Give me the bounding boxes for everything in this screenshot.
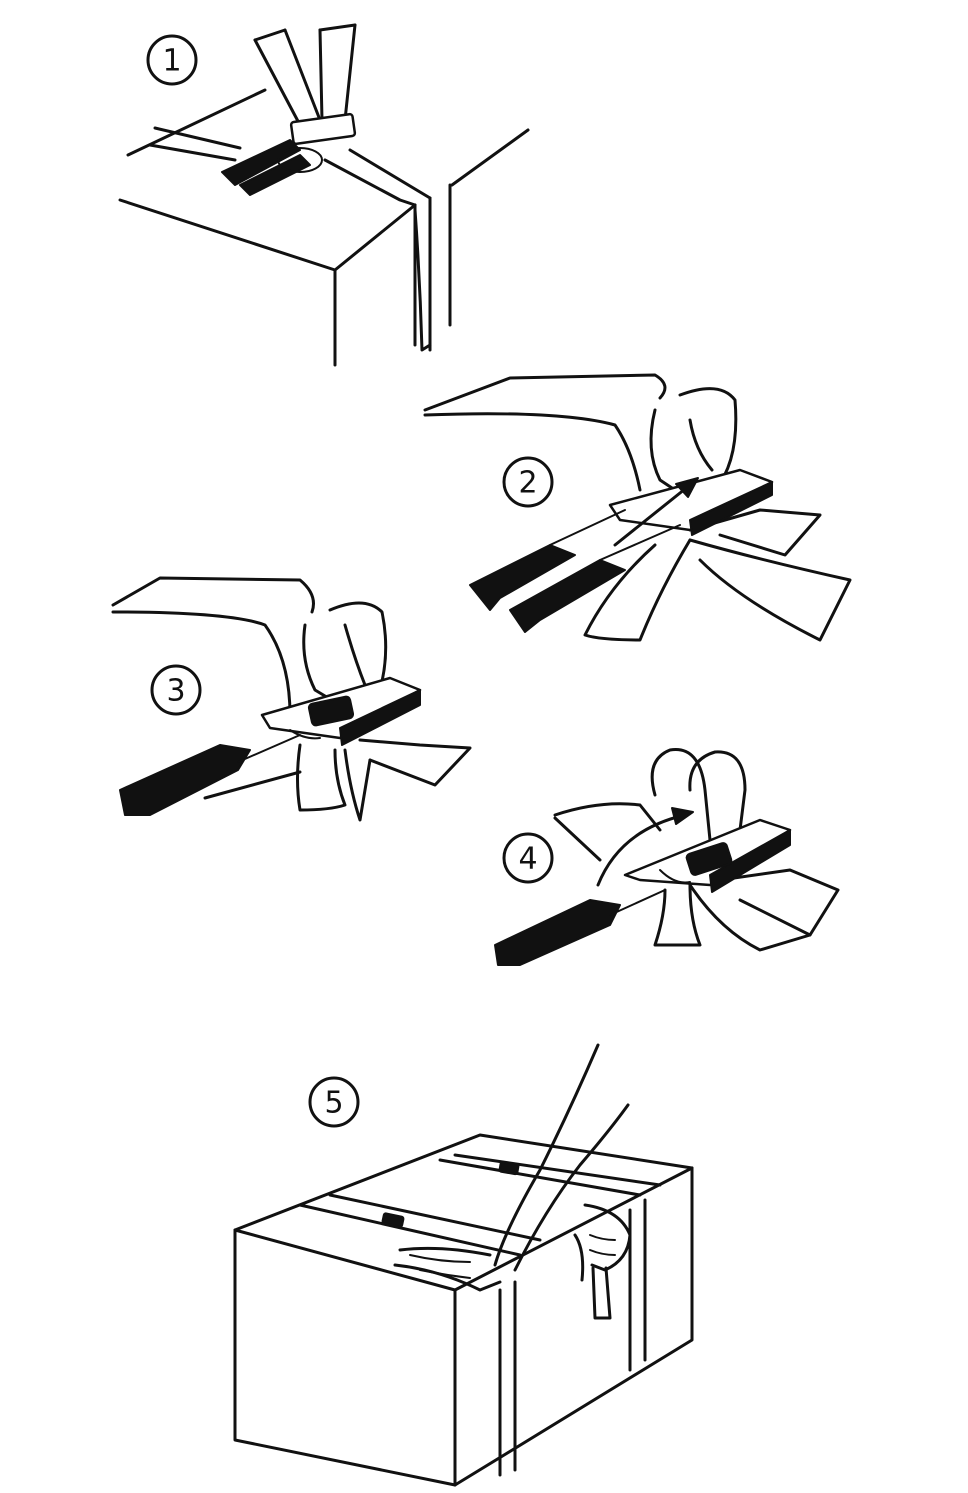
step-1-strap (148, 23, 432, 352)
step-5-hand-right (573, 1203, 632, 1320)
step-3-circle (150, 664, 202, 716)
step-1-buckle (221, 112, 357, 196)
step-5: 5 (233, 1043, 694, 1487)
step-5-circle (308, 1076, 360, 1128)
step-1: 1 (118, 23, 530, 367)
step-3-strap (111, 576, 472, 822)
step-3-buckle (119, 676, 422, 816)
step-4: 4 (494, 748, 840, 966)
step-1-circle (146, 34, 198, 86)
step-4-buckle (494, 818, 792, 966)
step-4-badge: 4 (502, 832, 554, 884)
step-5-buckles (381, 1160, 520, 1228)
step-2-circle (502, 456, 554, 508)
step-4-arrow (596, 807, 694, 887)
step-3: 3 (111, 576, 472, 822)
step-3-number: 3 (166, 674, 185, 709)
step-4-circle (502, 832, 554, 884)
step-4-number: 4 (518, 842, 537, 877)
step-2-strap (423, 373, 852, 642)
step-1-badge: 1 (146, 34, 198, 86)
step-5-badge: 5 (308, 1076, 360, 1128)
step-3-badge: 3 (150, 664, 202, 716)
step-1-number: 1 (162, 44, 181, 79)
step-5-number: 5 (324, 1086, 343, 1121)
step-5-arm (393, 1043, 630, 1292)
step-5-box (233, 1133, 694, 1487)
step-2: 2 (423, 373, 852, 642)
step-2-badge: 2 (502, 456, 554, 508)
step-2-number: 2 (518, 466, 537, 501)
step-2-arrow (613, 477, 699, 547)
step-4-strap (553, 748, 840, 952)
